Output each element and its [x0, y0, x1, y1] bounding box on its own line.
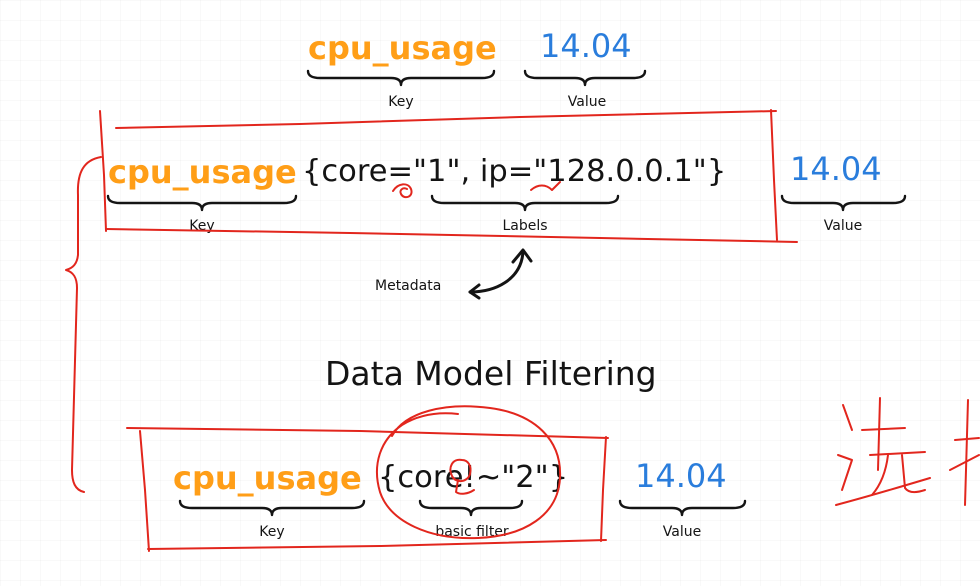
metadata-arrow: [468, 248, 533, 300]
basic-key-text: cpu_usage: [308, 29, 497, 67]
metadata-caption: Metadata: [375, 278, 442, 294]
filter-key-brace: [178, 499, 366, 517]
annotation-squiggle-core: [392, 183, 413, 199]
annotation-squiggle-ip: [530, 181, 561, 191]
filter-value-caption: Value: [662, 524, 702, 540]
filter-key-caption: Key: [259, 524, 285, 540]
filter-key-text: cpu_usage: [173, 459, 362, 497]
red-annotations: [65, 109, 980, 552]
annotation-box-filter-sample: [126, 427, 609, 552]
labeled-labels-text: {core="1", ip="128.0.0.1"}: [302, 154, 727, 189]
basic-key-caption: Key: [388, 94, 414, 110]
filter-expression-text: {core!~"2"}: [378, 460, 569, 495]
annotation-small-circle: [449, 458, 475, 495]
filter-basic-caption: basic filter: [435, 524, 509, 540]
labeled-key-brace: [106, 194, 298, 212]
annotation-left-bracket: [65, 156, 102, 493]
filter-value-text: 14.04: [635, 457, 727, 495]
annotation-circle-operator: [376, 405, 562, 540]
annotation-box-labeled-sample: [99, 109, 798, 243]
labeled-value-text: 14.04: [790, 150, 882, 188]
labeled-labels-brace: [430, 194, 620, 212]
basic-value-caption: Value: [567, 94, 607, 110]
basic-value-text: 14.04: [540, 27, 632, 65]
handwritten-note: [835, 397, 980, 506]
labeled-labels-caption: Labels: [502, 218, 548, 234]
labeled-value-caption: Value: [823, 218, 863, 234]
basic-value-brace: [523, 69, 647, 87]
filter-basic-brace: [418, 499, 524, 517]
labeled-key-text: cpu_usage: [108, 153, 297, 191]
braces: [106, 69, 907, 517]
basic-key-brace: [306, 69, 496, 87]
filter-value-brace: [618, 499, 747, 517]
labeled-value-brace: [780, 194, 907, 212]
section-title: Data Model Filtering: [325, 354, 657, 393]
